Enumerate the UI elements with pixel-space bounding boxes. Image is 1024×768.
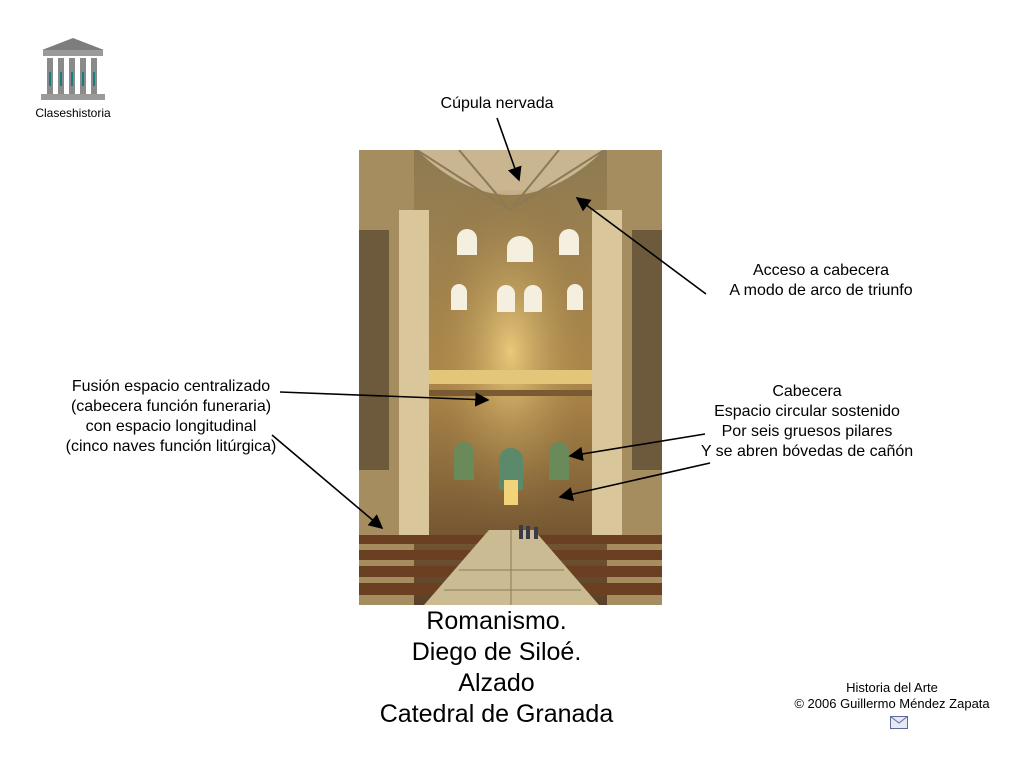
title-line-1: Romanismo. bbox=[426, 607, 567, 635]
label-cabecera-line-2: Espacio circular sostenido bbox=[714, 403, 900, 420]
label-cabecera-line-4: Y se abren bóvedas de cañón bbox=[700, 443, 914, 460]
envelope-icon[interactable] bbox=[890, 716, 908, 729]
label-fusion-line-2: (cabecera función funeraria) bbox=[70, 398, 272, 415]
label-cupula-text: Cúpula nervada bbox=[440, 95, 554, 112]
title-line-3: Alzado bbox=[458, 669, 535, 697]
label-acceso-line-2: A modo de arco de triunfo bbox=[729, 282, 913, 299]
label-fusion-line-1: Fusión espacio centralizado bbox=[71, 378, 271, 395]
arrow-fusion-naves bbox=[271, 434, 384, 530]
arrow-cupula bbox=[496, 117, 522, 182]
label-fusion: Fusión espacio centralizado (cabecera fu… bbox=[46, 377, 296, 457]
logo: Claseshistoria bbox=[30, 36, 116, 120]
title-line-4: Catedral de Granada bbox=[379, 700, 614, 728]
credit-line-2: © 2006 Guillermo Méndez Zapata bbox=[794, 696, 990, 711]
arrow-acceso bbox=[575, 197, 707, 295]
arrow-fusion-cabecera bbox=[279, 391, 490, 407]
label-cabecera: Cabecera Espacio circular sostenido Por … bbox=[677, 382, 937, 462]
slide-title: Romanismo. Diego de Siloé. Alzado Catedr… bbox=[330, 606, 663, 730]
label-acceso: Acceso a cabecera A modo de arco de triu… bbox=[701, 261, 941, 301]
greek-temple-icon bbox=[41, 38, 105, 100]
label-acceso-line-1: Acceso a cabecera bbox=[752, 262, 890, 279]
arrow-cabecera-2 bbox=[558, 462, 711, 502]
credit-line-1: Historia del Arte bbox=[846, 680, 938, 695]
title-line-2: Diego de Siloé. bbox=[411, 638, 582, 666]
label-cabecera-line-1: Cabecera bbox=[772, 383, 842, 400]
logo-label: Claseshistoria bbox=[35, 106, 111, 120]
label-cabecera-line-3: Por seis gruesos pilares bbox=[721, 423, 893, 440]
cathedral-photo bbox=[359, 150, 662, 605]
arrow-cabecera-1 bbox=[568, 433, 706, 462]
label-fusion-line-4: (cinco naves función litúrgica) bbox=[65, 438, 277, 455]
label-cupula: Cúpula nervada bbox=[417, 94, 577, 114]
label-fusion-line-3: con espacio longitudinal bbox=[85, 418, 257, 435]
credit: Historia del Arte © 2006 Guillermo Ménde… bbox=[770, 680, 1014, 712]
